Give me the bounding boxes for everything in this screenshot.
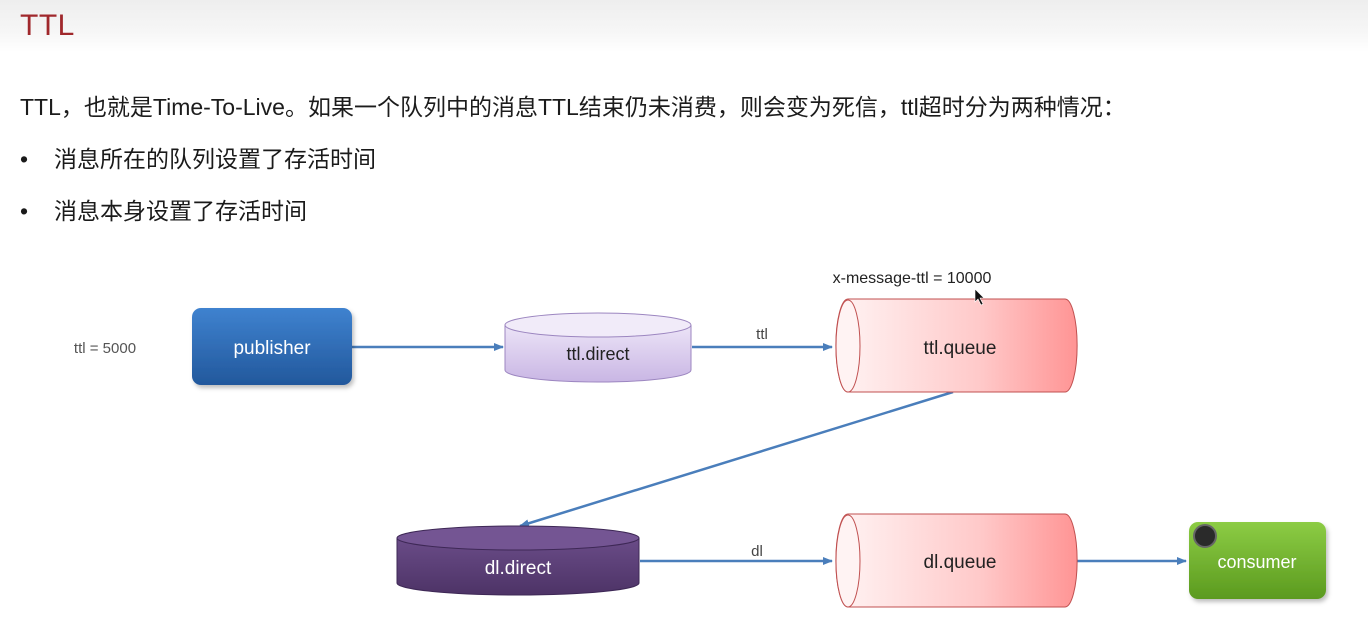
bullet-text: 消息本身设置了存活时间 (54, 198, 307, 224)
bullet-item: • 消息本身设置了存活时间 (20, 192, 307, 226)
ttl-queue-label: ttl.queue (924, 338, 997, 359)
header-band (0, 0, 1368, 52)
publisher-ttl-label: ttl = 5000 (74, 340, 136, 357)
page-title: TTL (20, 9, 75, 42)
cursor-dot-icon (1193, 524, 1217, 548)
queue-ttl-label: x-message-ttl = 10000 (833, 270, 992, 287)
dl-direct-label: dl.direct (485, 558, 552, 579)
ttl-routing-key: ttl (756, 326, 768, 343)
ttl-queue: ttl.queue (835, 298, 1078, 393)
intro-text: TTL，也就是Time-To-Live。如果一个队列中的消息TTL结束仍未消费，… (20, 94, 1126, 120)
consumer-node: consumer (1189, 522, 1326, 599)
dl-queue: dl.queue (835, 513, 1078, 608)
ttl-direct-exchange: ttl.direct (504, 312, 692, 383)
arrow-ttl-queue-to-dl-direct (519, 390, 954, 528)
bullet-dot-icon: • (20, 146, 29, 172)
mouse-pointer-icon (974, 288, 985, 306)
publisher-label: publisher (233, 338, 311, 359)
bullet-item: • 消息所在的队列设置了存活时间 (20, 140, 376, 174)
bullet-dot-icon: • (20, 198, 29, 224)
consumer-label: consumer (1217, 552, 1296, 572)
bullet-text: 消息所在的队列设置了存活时间 (54, 146, 376, 172)
dl-routing-key: dl (751, 543, 763, 560)
ttl-direct-label: ttl.direct (566, 344, 629, 364)
publisher-node: publisher (192, 308, 352, 385)
dl-queue-label: dl.queue (924, 552, 997, 573)
dl-direct-exchange: dl.direct (396, 525, 640, 596)
